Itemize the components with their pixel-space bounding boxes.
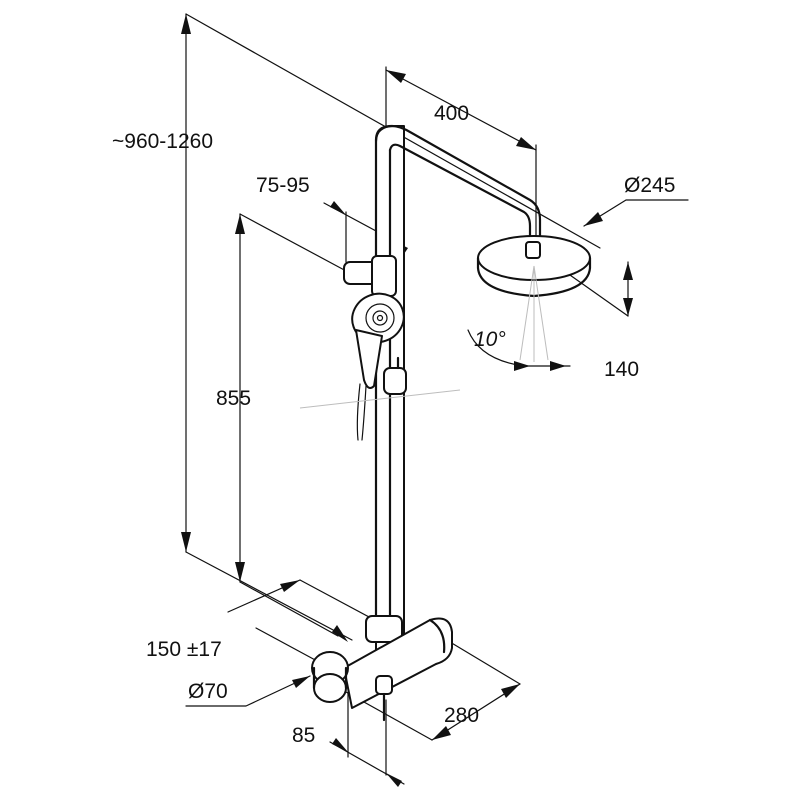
total-height-label: ~960-1260 (112, 130, 213, 153)
arm-length-label: 400 (434, 102, 469, 125)
depth-label: 280 (444, 704, 479, 727)
center-spacing-label: 150 ±17 (146, 638, 222, 661)
slider-height-label: 855 (216, 387, 251, 410)
head-diameter-leader (583, 199, 689, 227)
overhead-shower-head (476, 235, 592, 362)
head-tilt-label: 10° (474, 328, 506, 351)
dimension-labels: ~960-1260 400 75-95 Ø245 140 10° 855 150… (112, 102, 675, 747)
slider-and-hand-shower (299, 255, 461, 441)
head-height-label: 140 (604, 358, 639, 381)
knob-diameter-leader (185, 675, 311, 707)
dimension-lines (181, 13, 689, 787)
arm-length-dim-line (385, 69, 537, 151)
slider-offset-label: 75-95 (256, 174, 310, 197)
thermostatic-mixer (311, 615, 453, 722)
shower-column (374, 124, 542, 681)
wall-offset-label: 85 (292, 724, 315, 747)
head-diameter-label: Ø245 (624, 174, 675, 197)
knob-diameter-label: Ø70 (188, 680, 228, 703)
